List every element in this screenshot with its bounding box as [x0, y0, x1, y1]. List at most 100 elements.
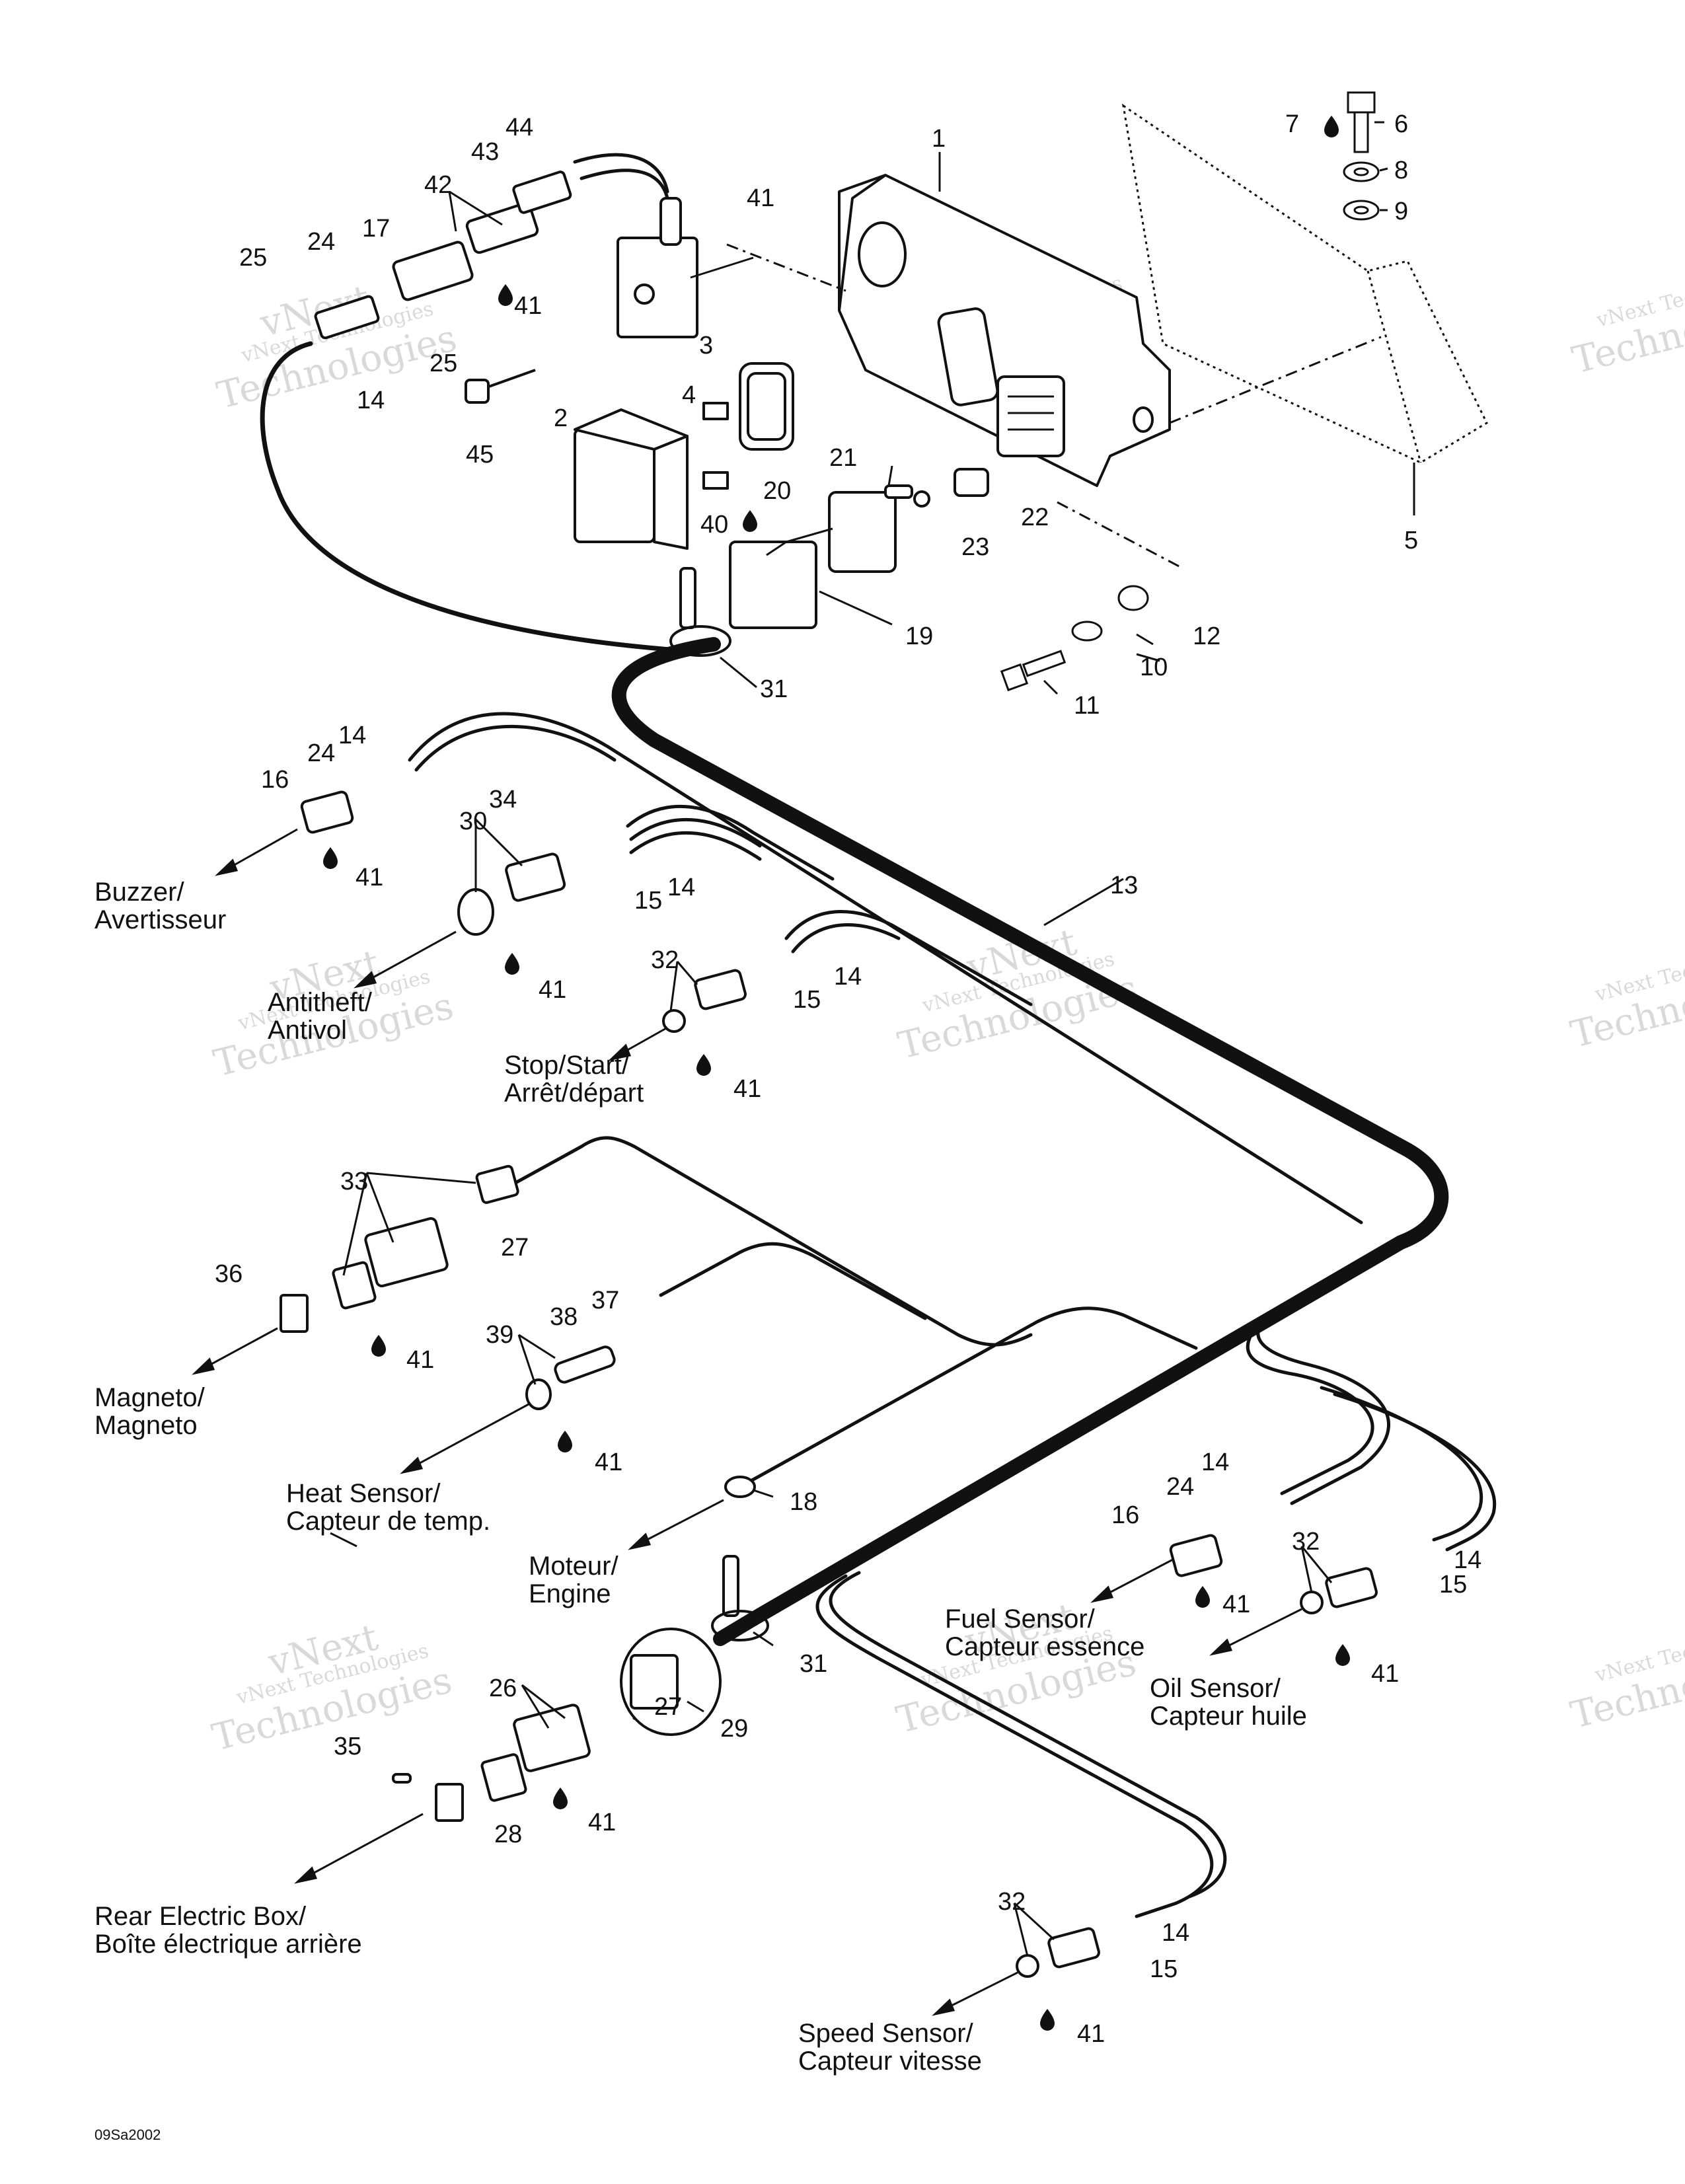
callout-label: 15: [793, 986, 821, 1014]
callout-label: 24: [1166, 1473, 1194, 1501]
callout-label: 41: [1222, 1591, 1250, 1618]
callout-label: 31: [800, 1650, 827, 1678]
wire: [1320, 1386, 1483, 1542]
callout-label: 16: [261, 766, 289, 794]
drop-icon: [1195, 1586, 1210, 1608]
leader-line: [1043, 679, 1059, 695]
caption-line: Moteur/: [529, 1552, 618, 1581]
callout-label: 8: [1394, 157, 1408, 184]
terminal-housing: [954, 468, 989, 497]
tie-wrap-loop: [669, 625, 731, 657]
drop-icon: [696, 1054, 711, 1076]
callout-label: 7: [1285, 110, 1299, 138]
wire: [659, 1242, 927, 1320]
callout-label: 34: [489, 786, 517, 813]
callout-label: 44: [506, 114, 533, 141]
callout-label: 2: [554, 404, 568, 432]
drop-icon: [558, 1431, 572, 1452]
callout-label: 4: [682, 381, 696, 409]
caption-line: Capteur essence: [945, 1632, 1144, 1661]
leader-line: [766, 541, 787, 556]
callout-label: 22: [1021, 504, 1049, 531]
connector: [300, 790, 354, 834]
callout-label: 39: [486, 1321, 513, 1349]
wire: [738, 1306, 1198, 1489]
tie-wrap-head: [679, 567, 696, 629]
callout-label: 21: [829, 444, 857, 472]
caption-line: Rear Electric Box/: [94, 1902, 307, 1931]
caption-line: Capteur vitesse: [798, 2047, 982, 2076]
leader-line: [676, 961, 698, 985]
leader-line: [521, 1684, 566, 1719]
washer: [1353, 206, 1369, 215]
drop-icon: [1040, 2009, 1055, 2031]
relay-hole: [634, 283, 655, 305]
callout-label: 36: [215, 1260, 243, 1288]
callout-label: 24: [307, 739, 335, 767]
callout-label: 41: [747, 184, 774, 212]
connector-cap: [525, 1378, 552, 1410]
callout-label: 12: [1193, 622, 1220, 650]
wire: [408, 712, 1363, 1224]
caption-line: Boîte électrique arrière: [94, 1930, 362, 1959]
connector: [465, 202, 539, 254]
dash-leader: [1169, 336, 1382, 424]
watermark: vNext vNext Technologies Technologies: [208, 1616, 456, 1760]
terminal: [884, 484, 913, 499]
leader-line: [1043, 878, 1124, 926]
callout-label: 41: [588, 1809, 616, 1836]
callout-label: 33: [340, 1168, 368, 1195]
callout-label: 38: [550, 1303, 578, 1331]
leader-line: [342, 1172, 368, 1276]
leader-line: [1136, 633, 1154, 646]
wire: [513, 1136, 1033, 1347]
callout-label: 42: [424, 171, 452, 199]
washer: [1071, 621, 1103, 642]
lower-connectors: [280, 790, 1378, 1978]
connector: [364, 1217, 449, 1288]
wire: [260, 341, 690, 654]
module-housing-edge: [838, 174, 887, 311]
dash-leader: [1057, 501, 1183, 570]
caption-line: Buzzer/: [94, 878, 184, 907]
callout-label: 45: [466, 441, 494, 469]
fuse: [702, 471, 729, 490]
connector: [513, 1704, 591, 1772]
leader-line: [449, 190, 503, 226]
leader-line: [474, 818, 523, 867]
relay-stem: [659, 197, 682, 246]
callout-leaders: [330, 121, 1415, 1957]
caption-line: Antivol: [268, 1016, 347, 1045]
callout-label: 41: [539, 976, 566, 1004]
connector: [1325, 1567, 1378, 1608]
drop-icon: [371, 1335, 386, 1357]
wire: [580, 169, 669, 200]
arrow: [215, 828, 298, 876]
callout-label: 29: [720, 1715, 748, 1743]
drop-icon: [743, 510, 757, 532]
leader-line: [669, 961, 679, 1012]
fuse: [702, 402, 729, 420]
watermark: vNext Technologies Technologies: [1568, 262, 1685, 383]
drop-icon: [505, 953, 519, 975]
sealant-drops: [323, 116, 1350, 2031]
leader-line: [366, 1172, 476, 1184]
connector: [1169, 1534, 1223, 1577]
callout-label: 5: [1404, 527, 1418, 554]
leader-line: [1136, 653, 1160, 662]
drop-icon: [1335, 1644, 1350, 1666]
relay-block: [617, 237, 698, 338]
callout-label: 11: [1074, 692, 1100, 720]
callout-label: 15: [634, 887, 662, 915]
caption-line: Avertisseur: [94, 905, 226, 934]
leader-line: [521, 1684, 550, 1729]
main-harness-trunk: [713, 1612, 761, 1646]
module-connector-socket: [996, 375, 1065, 457]
module-mount-hole: [858, 221, 907, 287]
gasket: [332, 1261, 377, 1310]
diagram-code: 09Sa2002: [94, 2127, 161, 2143]
wire: [791, 923, 901, 954]
callout-label: 43: [471, 138, 499, 166]
callout-label: 18: [790, 1488, 817, 1516]
